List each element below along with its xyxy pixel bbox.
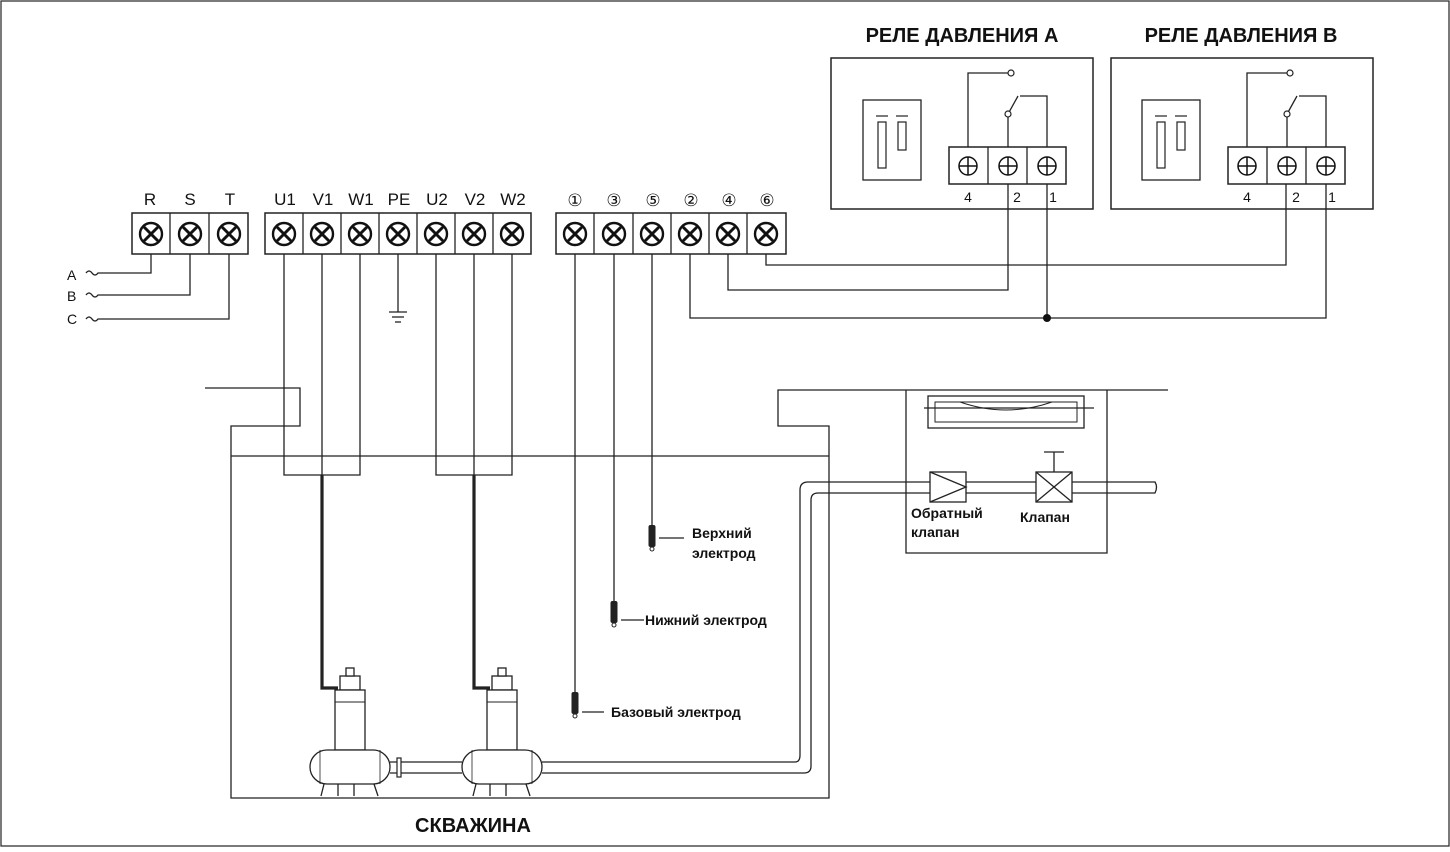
terminal-w1-screw[interactable] (347, 221, 373, 247)
terminal-v2-screw[interactable] (461, 221, 487, 247)
terminal-label-v1: V1 (313, 190, 334, 209)
terminal-6-screw[interactable] (753, 221, 779, 247)
terminal-r-screw[interactable] (138, 221, 164, 247)
relay-a-pin-label: 4 (964, 189, 972, 205)
gate-valve-icon (1035, 451, 1073, 503)
terminal-t-screw[interactable] (216, 221, 242, 247)
relay-a-title: РЕЛЕ ДАВЛЕНИЯ А (866, 25, 1059, 47)
upper-electrode-icon (648, 524, 656, 552)
check-valve-icon (929, 471, 968, 503)
terminal-label-v2: V2 (465, 190, 486, 209)
pressure-relay-b: РЕЛЕ ДАВЛЕНИЯ В 4 2 1 (1110, 25, 1374, 210)
control-terminal-block: ① ③ ⑤ ② ④ ⑥ (555, 191, 787, 255)
terminal-label-3: ③ (606, 191, 621, 210)
phase-label-a: A (67, 267, 77, 283)
phase-inputs: A B C (67, 254, 230, 327)
check-valve-label-2: клапан (911, 524, 960, 540)
base-electrode-label: Базовый электрод (611, 704, 741, 720)
terminal-4-screw[interactable] (715, 221, 741, 247)
phase-label-c: C (67, 311, 77, 327)
terminal-label-2: ② (683, 191, 698, 210)
terminal-label-s: S (184, 190, 195, 209)
terminal-5-screw[interactable] (639, 221, 665, 247)
junction-dot (1043, 314, 1051, 322)
terminal-1-screw[interactable] (562, 221, 588, 247)
well-label: СКВАЖИНА (415, 815, 531, 837)
relay-b-pin-label: 1 (1328, 189, 1336, 205)
terminal-label-u1: U1 (274, 190, 296, 209)
ground-icon (389, 254, 407, 323)
well (205, 387, 1168, 799)
discharge-pipe (390, 481, 1158, 778)
relay-b-pin-label: 4 (1243, 189, 1251, 205)
relay-b-pin-4-screw[interactable] (1237, 156, 1257, 176)
relay-wiring (689, 184, 1327, 322)
relay-a-pin-2-screw[interactable] (998, 156, 1018, 176)
terminal-s-screw[interactable] (177, 221, 203, 247)
base-electrode-icon (571, 691, 579, 719)
terminal-u1-screw[interactable] (271, 221, 297, 247)
gate-valve-label: Клапан (1020, 509, 1070, 525)
terminal-label-r: R (144, 190, 156, 209)
terminal-label-w1: W1 (348, 190, 374, 209)
terminal-v1-screw[interactable] (309, 221, 335, 247)
terminal-label-4: ④ (721, 191, 736, 210)
terminal-pe-screw[interactable] (385, 221, 411, 247)
terminal-label-5: ⑤ (645, 191, 660, 210)
lower-electrode-label: Нижний электрод (645, 612, 767, 628)
phase-label-b: B (67, 288, 76, 304)
upper-electrode-label: Верхний (692, 525, 752, 541)
relay-a-pin-1-screw[interactable] (1037, 156, 1057, 176)
relay-a-gauge (862, 99, 922, 181)
terminal-label-u2: U2 (426, 190, 448, 209)
motor-terminal-block: U1 V1 W1 PE U2 V2 W2 (264, 190, 532, 255)
terminal-label-6: ⑥ (759, 191, 774, 210)
relay-a-pin-4-screw[interactable] (958, 156, 978, 176)
terminal-w2-screw[interactable] (499, 221, 525, 247)
relay-b-gauge (1141, 99, 1201, 181)
electrodes: Верхний электрод Нижний электрод Базовый… (571, 254, 767, 720)
terminal-label-1: ① (567, 191, 582, 210)
relay-b-title: РЕЛЕ ДАВЛЕНИЯ В (1145, 25, 1338, 47)
relay-b-pin-2-screw[interactable] (1277, 156, 1297, 176)
pressure-relay-a: РЕЛЕ ДАВЛЕНИЯ А 4 2 1 (830, 25, 1094, 210)
power-terminal-block: R S T (131, 190, 249, 255)
relay-b-pin-1-screw[interactable] (1316, 156, 1336, 176)
relay-b-pin-label: 2 (1292, 189, 1300, 205)
terminal-2-screw[interactable] (677, 221, 703, 247)
relay-a-pin-label: 1 (1049, 189, 1057, 205)
check-valve-label: Обратный (911, 505, 983, 521)
terminal-u2-screw[interactable] (423, 221, 449, 247)
upper-electrode-label-2: электрод (692, 545, 756, 561)
relay-a-pin-label: 2 (1013, 189, 1021, 205)
pump-cables (283, 254, 513, 690)
valve-chamber: Обратный клапан Клапан (905, 390, 1108, 554)
terminal-label-t: T (225, 190, 235, 209)
terminal-label-pe: PE (388, 190, 411, 209)
lower-electrode-icon (610, 600, 618, 628)
terminal-3-screw[interactable] (601, 221, 627, 247)
terminal-label-w2: W2 (500, 190, 526, 209)
